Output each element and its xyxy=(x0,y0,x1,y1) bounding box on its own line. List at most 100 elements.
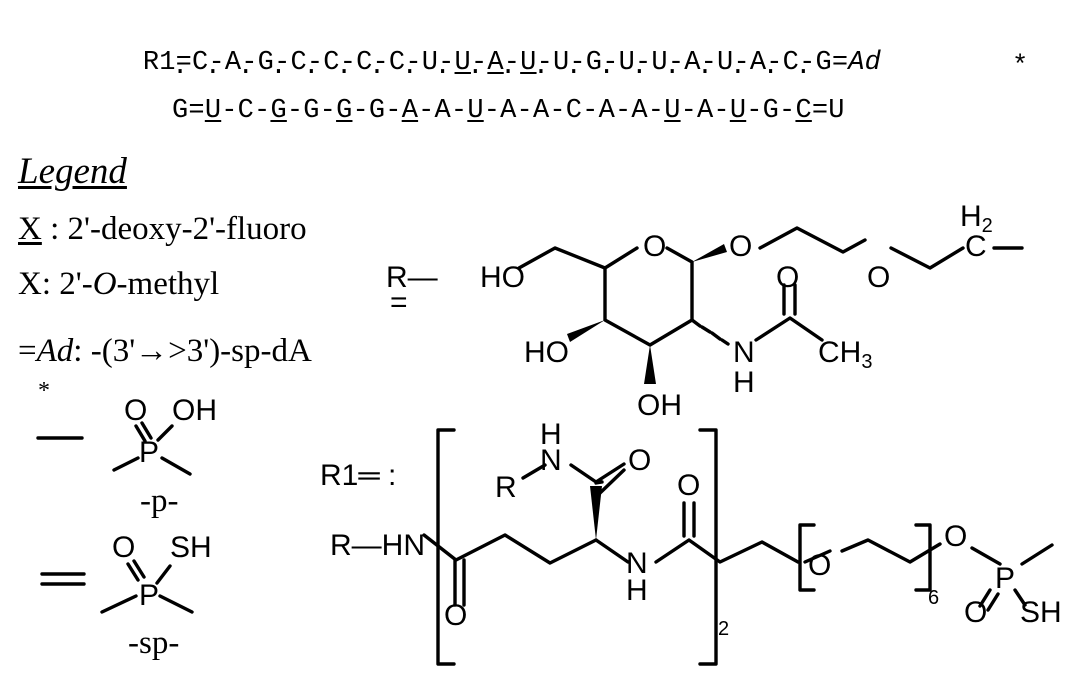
sh-group: SH xyxy=(170,531,212,564)
linkage-dash: - xyxy=(241,48,258,78)
linkage-dash: - xyxy=(483,96,501,126)
nucleotide-base: G xyxy=(762,96,780,126)
linkage-dash: - xyxy=(799,48,816,78)
phosphate-bonds xyxy=(970,543,1054,566)
nucleotide-base: C xyxy=(388,48,406,78)
linkage-dash: - xyxy=(569,48,586,78)
ho-6-label: HO xyxy=(480,261,525,294)
sp-p-atom: P xyxy=(139,579,159,612)
pyranose-ring xyxy=(603,246,694,347)
r1-linker-structure: R1═ : R—HN R H N O O O N H 2 O 6 O P O S… xyxy=(320,418,1062,666)
c4-wedge xyxy=(567,320,605,342)
nucleotide-base: U xyxy=(729,96,747,126)
ho-4-label: HO xyxy=(524,336,569,369)
linkage-dash: - xyxy=(549,96,566,126)
p-side-bonds xyxy=(112,456,192,476)
nucleotide-base: G xyxy=(303,96,320,126)
branch-r-label: R xyxy=(495,471,517,504)
linkage-dash: - xyxy=(779,96,796,126)
r-hn-label: R—HN xyxy=(330,529,425,562)
p-label: -p- xyxy=(140,483,179,519)
linkage-dash: - xyxy=(680,96,697,126)
strand-prefix: R1= xyxy=(142,48,193,78)
peg-bonds xyxy=(803,538,942,564)
legend-fluoro: X : 2'-deoxy-2'-fluoro xyxy=(18,211,307,248)
peg-right-bracket xyxy=(914,523,932,592)
nucleotide-base: A xyxy=(401,96,419,126)
sense-strand: R1=C-A-G-C-C-C-C-U-U-A-U-U-G-U-U-A-U-A-C… xyxy=(110,18,881,78)
ad-terminus: Ad xyxy=(848,48,882,78)
ring-o-label: O xyxy=(643,230,666,263)
r-label: R— xyxy=(386,261,438,294)
linkage-dash: = xyxy=(188,96,205,126)
backbone-carbonyl xyxy=(682,501,696,538)
nucleotide-base: U xyxy=(454,48,471,78)
linkage-dash: - xyxy=(438,48,455,78)
linker-chain xyxy=(758,226,1024,270)
linkage-dash: - xyxy=(405,48,422,78)
oh-group: OH xyxy=(172,394,217,427)
nucleotide-base: A xyxy=(598,96,615,126)
peg-left-bracket xyxy=(798,523,816,592)
phosphate-o-label: O xyxy=(944,520,967,553)
phosphate-lower-bonds xyxy=(978,588,1027,612)
oh-3-label: OH xyxy=(637,389,682,422)
legend-ad: =Ad: -(3'→>3')-sp-dA xyxy=(18,333,312,370)
sp-side-bonds xyxy=(100,594,194,614)
glyco-o-label: O xyxy=(729,230,752,263)
ad-symbol: Ad xyxy=(36,333,74,369)
nucleotide-base: U xyxy=(552,48,570,78)
ad-prefix: = xyxy=(18,333,37,369)
amide-h-label: H xyxy=(540,418,562,451)
asterisk-marker: * xyxy=(1012,52,1029,82)
linkage-dash: - xyxy=(733,48,750,78)
nucleotide-base: C xyxy=(323,48,340,78)
nucleotide-base: C xyxy=(237,96,255,126)
sp-label: -sp- xyxy=(128,625,180,661)
nucleotide-base: C xyxy=(795,96,812,126)
fluoro-text: : 2'-deoxy-2'-fluoro xyxy=(50,211,307,247)
o-atom: O xyxy=(124,394,147,427)
linkage-dash: - xyxy=(470,48,488,78)
nucleotide-base: A xyxy=(697,96,714,126)
nucleotide-base: A xyxy=(224,48,242,78)
linkage-dash: - xyxy=(746,96,763,126)
nucleotide-base: U xyxy=(828,96,845,126)
linkage-dash: - xyxy=(306,48,324,78)
methyl-suffix: -methyl xyxy=(116,266,220,302)
lower-o-label: O xyxy=(444,599,467,632)
linkage-dash: - xyxy=(385,96,402,126)
backbone-n-label: N xyxy=(626,547,648,580)
c3-wedge xyxy=(644,345,656,384)
linkage-dash: - xyxy=(339,48,357,78)
galnac-structure: R— = HO O O O H2 C HO OH N H O CH3 xyxy=(386,200,1024,422)
nucleotide-base: G xyxy=(270,96,287,126)
nucleotide-base: G xyxy=(172,96,189,126)
antisense-strand: G=U-C-G-G-G-G-A-A-U-A-A-C-A-A-U-A-U-G-C=… xyxy=(172,96,845,126)
nucleotide-base: C xyxy=(782,48,800,78)
nucleotide-base: G xyxy=(815,48,832,78)
linkage-dash: - xyxy=(286,96,304,126)
nucleotide-base: G xyxy=(257,48,275,78)
nucleotide-base: A xyxy=(684,48,701,78)
nucleotide-base: A xyxy=(749,48,767,78)
p-atom: P xyxy=(139,436,159,469)
nucleotide-base: C xyxy=(565,96,583,126)
psh-bond xyxy=(155,564,172,585)
fluoro-symbol: X xyxy=(18,211,42,247)
nucleotide-base: U xyxy=(664,96,681,126)
r-equals: = xyxy=(390,286,408,319)
lower-carbonyl xyxy=(453,558,466,607)
linkage-dash: = xyxy=(811,96,829,126)
hashed-nh-bond xyxy=(690,318,730,346)
linkage-dash: - xyxy=(700,48,718,78)
acetyl-bonds xyxy=(754,283,824,342)
nucleotide-base: C xyxy=(192,48,209,78)
beta-wedge xyxy=(692,244,727,262)
base-pair-dots: . . . . . . . . . . . . . . . . . . . . xyxy=(172,52,812,82)
nucleotide-base: A xyxy=(434,96,451,126)
amide-branch xyxy=(521,462,626,495)
backbone-h-label: H xyxy=(626,574,648,607)
nucleotide-base: G xyxy=(336,96,353,126)
chain-o-label: O xyxy=(677,469,700,502)
